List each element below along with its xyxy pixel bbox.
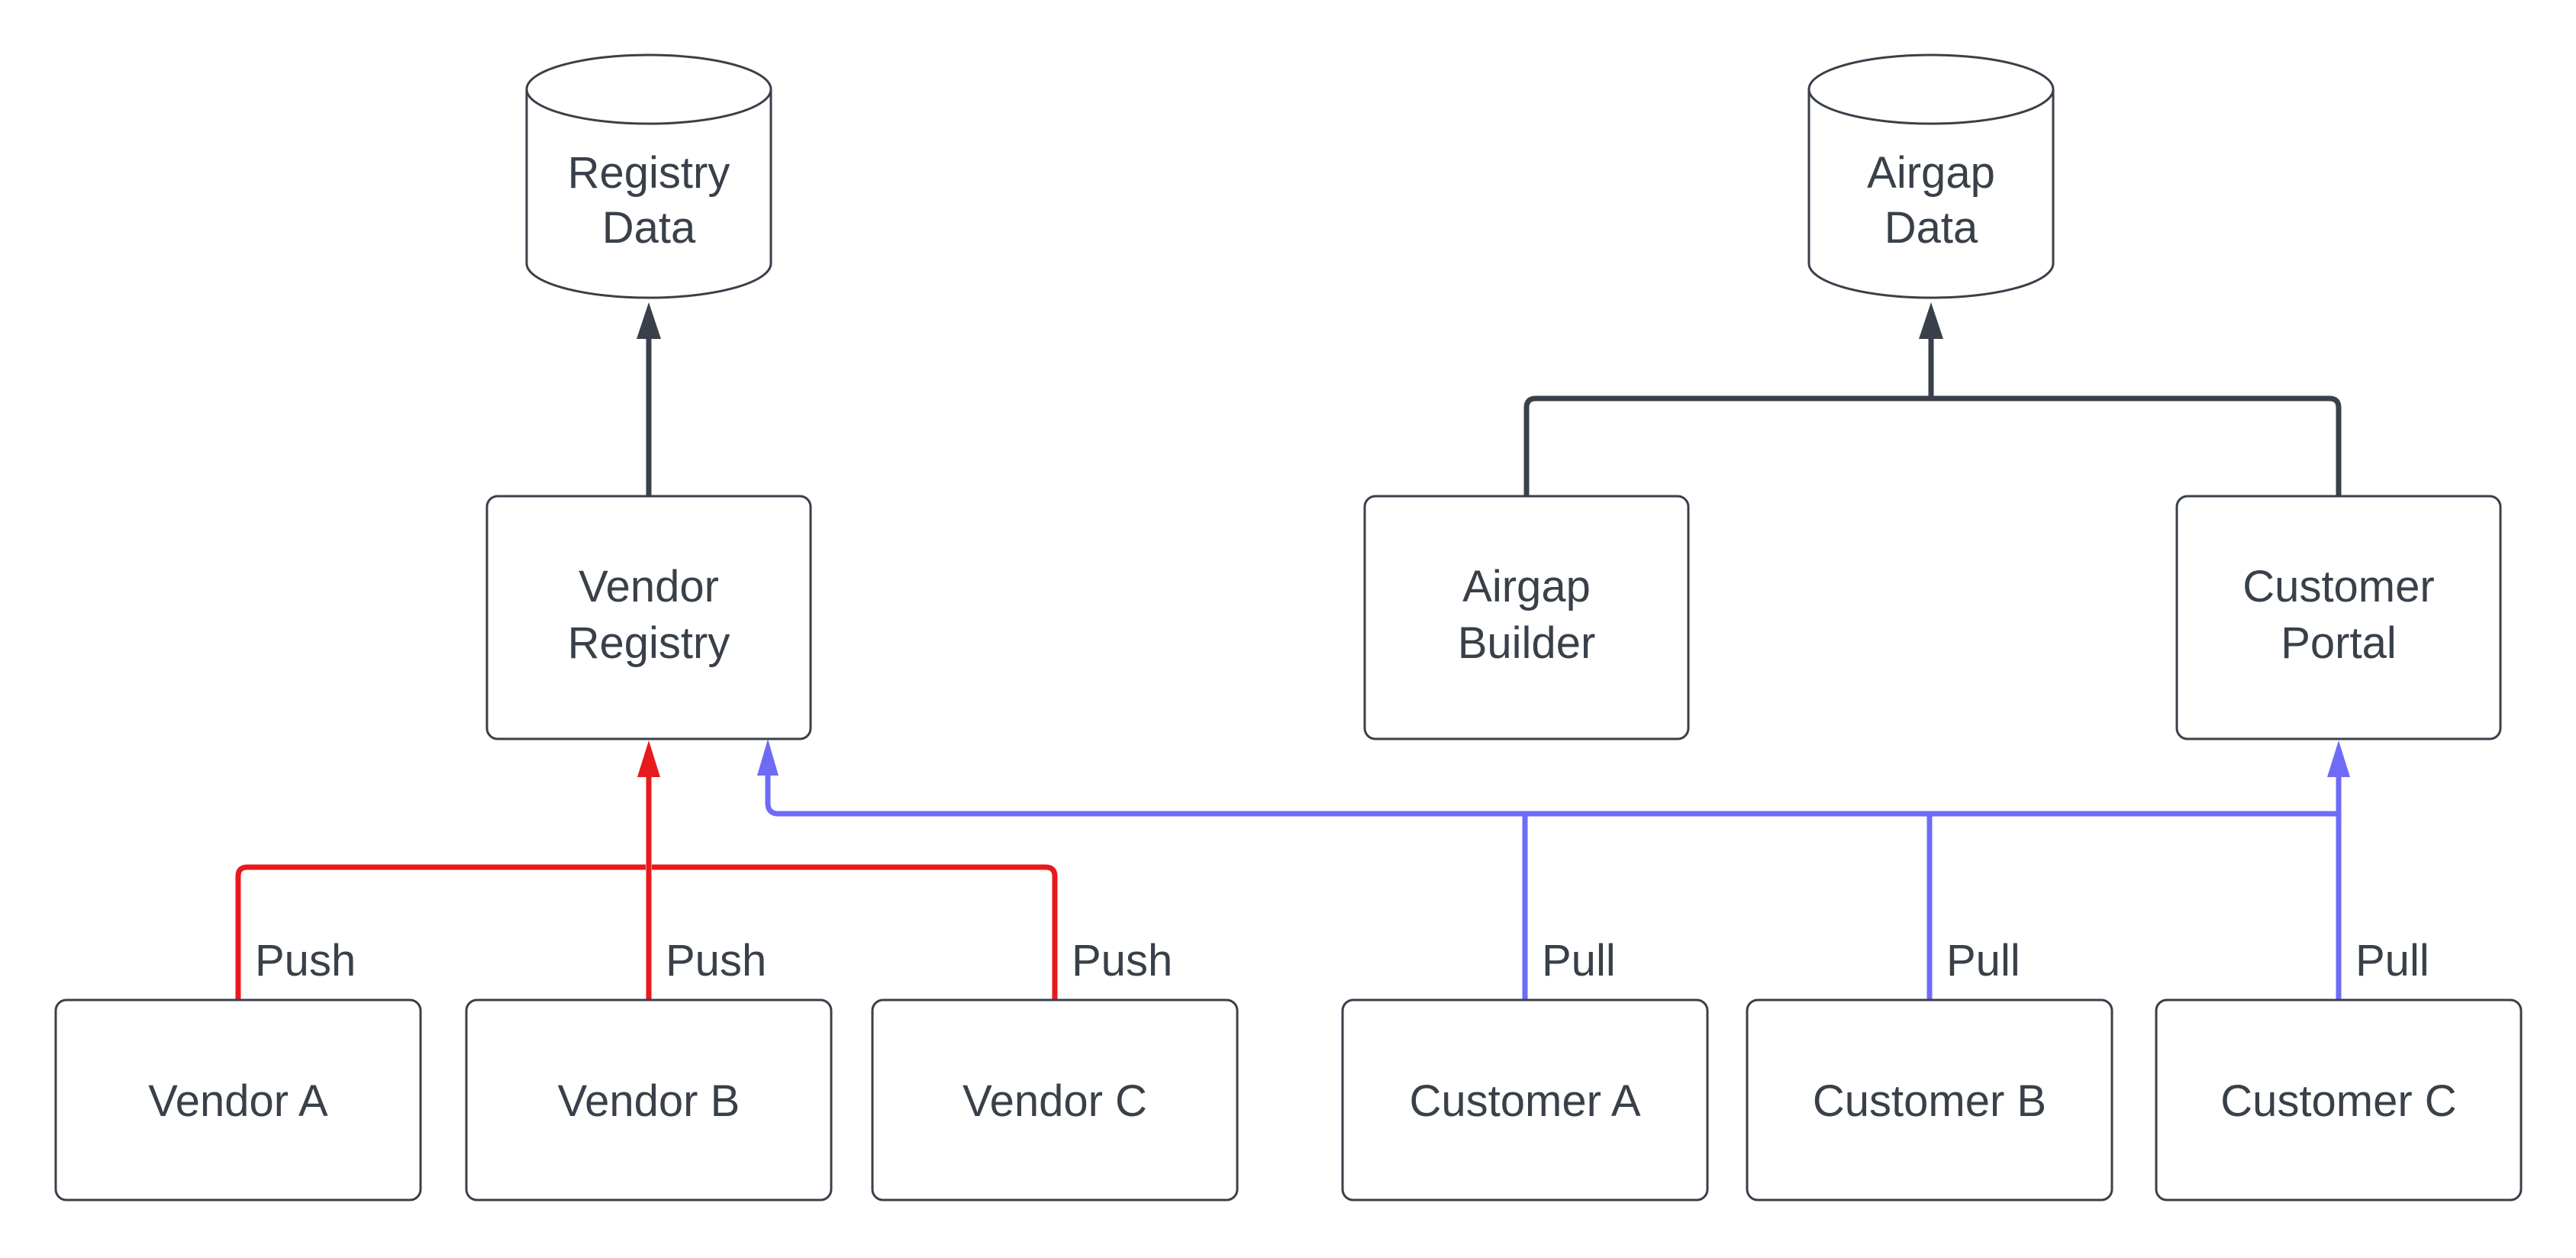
registry-data-label-line1: Registry — [568, 148, 730, 198]
edge-vendor-c-push — [652, 864, 1058, 1000]
arrowhead-registry-data — [637, 302, 661, 339]
airgap-builder-box — [1363, 495, 1690, 740]
node-vendor-registry: Vendor Registry — [485, 495, 812, 740]
edge-labels: Push Push Push Pull Pull Pull — [255, 936, 2429, 985]
customer-a-box — [1341, 998, 1709, 1202]
node-registry-data: Registry Data — [525, 53, 772, 299]
customer-b-box — [1746, 998, 2113, 1202]
airgap-builder-label-line2: Builder — [1458, 618, 1596, 668]
arrowhead-pull-vendor-registry — [757, 739, 779, 776]
customer-c-box — [2155, 998, 2523, 1202]
vendor-c-label: Vendor C — [962, 1076, 1147, 1126]
vendor-c-box — [871, 998, 1239, 1202]
customer-portal-label-line2: Portal — [2281, 618, 2397, 668]
vendor-b-label: Vendor B — [558, 1076, 740, 1126]
node-customer-portal: Customer Portal — [2175, 495, 2502, 740]
node-airgap-builder: Airgap Builder — [1363, 495, 1690, 740]
push-label-vendor-c: Push — [1072, 936, 1172, 985]
arrowhead-airgap-data — [1919, 302, 1943, 339]
customer-portal-box — [2175, 495, 2502, 740]
airgap-builder-label-line1: Airgap — [1462, 562, 1591, 611]
airgap-data-cylinder-body — [1807, 89, 2055, 299]
node-customer-a: Customer A — [1341, 998, 1709, 1202]
pull-label-customer-c: Pull — [2355, 936, 2429, 985]
arrowhead-push-vendor-registry — [637, 740, 660, 777]
pull-label-customer-a: Pull — [1542, 936, 1616, 985]
customer-portal-label-line1: Customer — [2242, 562, 2434, 611]
node-vendor-c: Vendor C — [871, 998, 1239, 1202]
node-airgap-data: Airgap Data — [1807, 53, 2055, 299]
push-label-vendor-b: Push — [666, 936, 766, 985]
node-customer-c: Customer C — [2155, 998, 2523, 1202]
pull-label-customer-b: Pull — [1946, 936, 2020, 985]
node-vendor-b: Vendor B — [465, 998, 833, 1202]
registry-data-label-line2: Data — [602, 203, 696, 253]
airgap-data-cylinder-top — [1807, 53, 2055, 125]
edge-vendor-a-push — [235, 864, 646, 1000]
customer-c-label: Customer C — [2220, 1076, 2456, 1126]
node-vendor-a: Vendor A — [54, 998, 422, 1202]
vendor-registry-label-line2: Registry — [568, 618, 730, 668]
vendor-a-label: Vendor A — [148, 1076, 328, 1126]
registry-data-cylinder-top — [525, 53, 772, 125]
customer-a-label: Customer A — [1410, 1076, 1641, 1126]
edges — [235, 302, 2350, 1000]
customer-b-label: Customer B — [1813, 1076, 2046, 1126]
edge-builder-portal-merge — [1523, 395, 2342, 496]
vendor-b-box — [465, 998, 833, 1202]
vendor-registry-label-line1: Vendor — [579, 562, 719, 611]
airgap-data-label-line1: Airgap — [1867, 148, 1995, 198]
registry-data-cylinder-body — [525, 89, 772, 299]
vendor-registry-box — [485, 495, 812, 740]
arrowhead-pull-customer-portal — [2327, 740, 2350, 777]
airgap-data-label-line2: Data — [1884, 203, 1978, 253]
edge-pull-bus-to-vendor-registry — [765, 774, 2339, 817]
node-customer-b: Customer B — [1746, 998, 2113, 1202]
push-label-vendor-a: Push — [255, 936, 356, 985]
vendor-a-box — [54, 998, 422, 1202]
